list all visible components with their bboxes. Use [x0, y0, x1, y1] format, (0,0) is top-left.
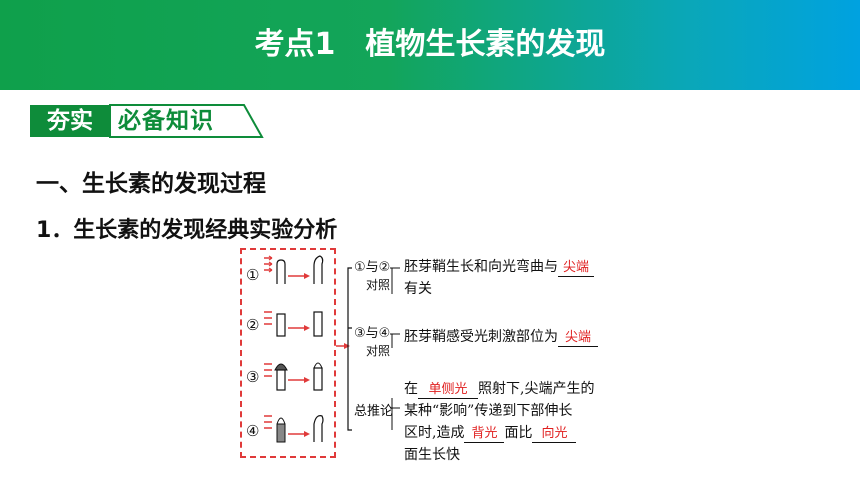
experiments-box	[240, 248, 336, 458]
branch-3-line2: 某种“影响”传递到下部伸长	[404, 403, 573, 419]
experiment-number: ②	[246, 316, 260, 334]
experiment-number: ①	[246, 266, 260, 284]
branch-3-label: 总推论	[354, 404, 394, 419]
experiment-diagram: ① ② ③ ④	[240, 248, 620, 464]
branch-3-text: 在	[404, 381, 418, 397]
branch-1-text: 胚芽鞘生长和向光弯曲与	[404, 259, 558, 275]
branch-2-text: 胚芽鞘感受光刺激部位为	[404, 329, 558, 345]
answer-blank: 尖端	[558, 260, 594, 277]
tag-left-label: 夯实	[47, 108, 93, 134]
page-title: 考点1 植物生长素的发现	[254, 27, 606, 62]
experiment-4-drawing	[264, 415, 324, 443]
experiment-number: ④	[246, 422, 260, 440]
section-subheading: 1．生长素的发现经典实验分析	[36, 218, 338, 243]
branch-2-line1: 胚芽鞘感受光刺激部位为尖端	[404, 326, 598, 347]
branch-2-label: ③与④	[354, 326, 391, 341]
experiment-3-drawing	[264, 362, 323, 391]
tag-shape	[30, 104, 264, 138]
branch-3-line4: 面生长快	[404, 447, 460, 463]
answer-blank: 背光	[464, 426, 505, 443]
branch-3-text: 区时,造成	[404, 425, 465, 441]
header-bar	[0, 0, 860, 90]
experiment-number: ③	[246, 368, 260, 386]
branch-1-sub: 对照	[366, 278, 391, 292]
experiment-1-drawing	[264, 255, 324, 284]
branch-2-sub: 对照	[366, 344, 391, 358]
branch-3-line1: 在单侧光照射下,尖端产生的	[404, 378, 594, 399]
branch-1-label: ①与②	[354, 260, 391, 275]
branch-1-line2: 有关	[404, 281, 432, 297]
section-heading: 一、生长素的发现过程	[36, 171, 266, 197]
answer-blank: 尖端	[558, 330, 598, 347]
answer-blank: 向光	[532, 426, 577, 443]
tag-right-label: 必备知识	[118, 108, 214, 134]
branch-3-text: 照射下,尖端产生的	[478, 381, 595, 397]
branch-1-line1: 胚芽鞘生长和向光弯曲与尖端	[404, 256, 594, 277]
experiment-2-drawing	[264, 311, 323, 337]
branch-3-line3: 区时,造成背光面比向光	[404, 422, 577, 443]
branch-3-text: 面比	[504, 425, 533, 441]
answer-blank: 单侧光	[418, 382, 478, 399]
diagram-drawing	[264, 255, 400, 443]
